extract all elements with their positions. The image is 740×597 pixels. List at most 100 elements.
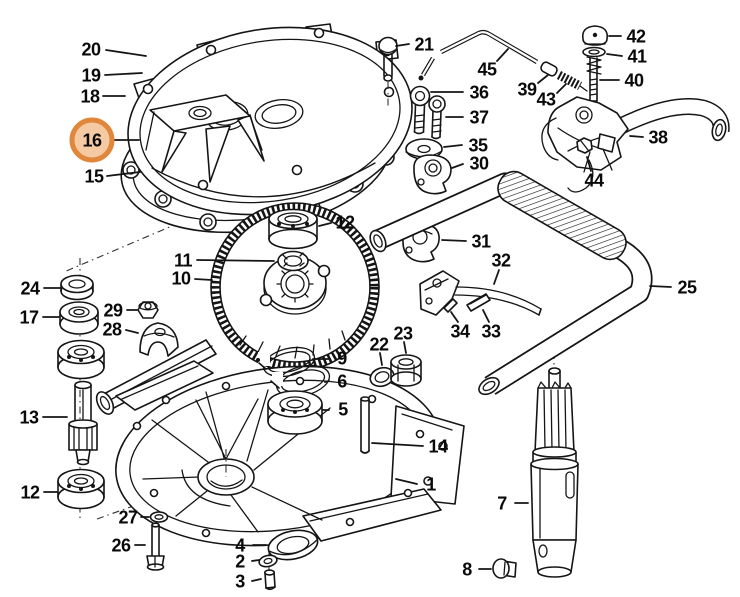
callout-30[interactable]: 30 [451, 154, 489, 174]
cable-32-drawing [419, 270, 542, 316]
callout-20[interactable]: 20 [81, 40, 147, 60]
part-number-label: 33 [481, 322, 501, 342]
callout-14[interactable]: 14 [371, 437, 448, 457]
part-number-label: 18 [80, 87, 100, 107]
leader-line-20 [105, 49, 147, 57]
callout-2[interactable]: 2 [235, 552, 260, 572]
callout-3[interactable]: 3 [235, 572, 262, 592]
leader-line-12 [318, 222, 332, 227]
bolt-36-drawing [409, 85, 431, 135]
pin-33-drawing [466, 293, 491, 312]
leader-line-34 [450, 311, 459, 323]
callout-16-highlighted[interactable]: 16 [69, 117, 140, 163]
callout-40[interactable]: 40 [599, 71, 644, 91]
callout-4[interactable]: 4 [235, 536, 267, 556]
bracket-28-drawing [139, 322, 179, 357]
pin-3-drawing [263, 569, 276, 591]
bolt-26-drawing [146, 522, 165, 571]
callout-12[interactable]: 12 [318, 213, 355, 233]
connector-39-drawing [540, 61, 558, 77]
callout-35[interactable]: 35 [443, 136, 488, 156]
part-number-label: 15 [84, 167, 104, 187]
plug-8-drawing [492, 558, 517, 579]
callout-44[interactable]: 44 [584, 156, 604, 191]
callout-9[interactable]: 9 [312, 349, 348, 369]
leader-line-22 [379, 352, 383, 366]
callout-45[interactable]: 45 [477, 48, 509, 80]
callout-21[interactable]: 21 [395, 35, 434, 55]
callout-6[interactable]: 6 [324, 372, 348, 392]
part-number-label: 13 [19, 408, 39, 428]
leader-line-32 [493, 269, 500, 285]
part-number-label: 1 [426, 475, 436, 495]
part-number-label: 19 [81, 66, 101, 86]
callout-7[interactable]: 7 [497, 494, 529, 514]
callout-8[interactable]: 8 [462, 560, 492, 580]
callout-38[interactable]: 38 [629, 128, 668, 148]
seal-4-drawing [267, 529, 319, 561]
bearing-17-drawing [59, 301, 99, 335]
part-number-label: 28 [102, 320, 122, 340]
bearing-12-bottom-drawing [57, 468, 105, 510]
callout-1[interactable]: 1 [395, 475, 437, 495]
callout-43[interactable]: 43 [536, 83, 567, 110]
callout-26[interactable]: 26 [111, 536, 146, 556]
callout-24[interactable]: 24 [20, 279, 61, 299]
callout-33[interactable]: 33 [481, 309, 501, 342]
part-number-label: 7 [497, 494, 507, 514]
callout-19[interactable]: 19 [81, 66, 143, 86]
dowel-pin-14-drawing [360, 396, 370, 454]
leader-line-33 [482, 309, 490, 323]
callout-12[interactable]: 12 [20, 483, 58, 503]
throttle-rod-drawing [418, 29, 539, 81]
part-number-label: 39 [517, 80, 537, 100]
callout-17[interactable]: 17 [19, 308, 60, 328]
callout-18[interactable]: 18 [80, 87, 126, 107]
part-number-label: 24 [20, 279, 40, 299]
callout-28[interactable]: 28 [102, 320, 139, 340]
leader-line-43 [556, 83, 567, 94]
callout-29[interactable]: 29 [103, 301, 138, 321]
callout-34[interactable]: 34 [450, 311, 470, 342]
part-number-label: 9 [337, 349, 347, 369]
callout-32[interactable]: 32 [491, 251, 511, 285]
nut-29-drawing [137, 301, 159, 319]
bearing-5-drawing [267, 390, 323, 435]
callout-23[interactable]: 23 [393, 324, 413, 354]
callout-41[interactable]: 41 [606, 47, 647, 67]
leader-line-41 [606, 53, 623, 57]
leader-line-10 [194, 278, 213, 281]
clamp-30-drawing [413, 154, 452, 195]
part-number-label: 10 [171, 269, 191, 289]
callout-5[interactable]: 5 [322, 400, 349, 420]
callout-36[interactable]: 36 [430, 83, 489, 103]
part-number-label: 26 [111, 536, 131, 556]
washer-2-drawing [258, 554, 278, 568]
leader-line-31 [441, 239, 467, 242]
part-number-label: 20 [81, 40, 101, 60]
part-number-label: 25 [677, 278, 697, 298]
callout-15[interactable]: 15 [84, 167, 141, 187]
callout-11[interactable]: 11 [174, 251, 275, 271]
part-number-label: 31 [471, 232, 491, 252]
callout-31[interactable]: 31 [441, 232, 491, 252]
leader-line-19 [104, 72, 143, 76]
leader-line-2 [251, 559, 260, 562]
part-number-label: 37 [469, 108, 489, 128]
part-number-label: 8 [462, 560, 472, 580]
callout-22[interactable]: 22 [369, 335, 389, 366]
callout-42[interactable]: 42 [608, 27, 646, 47]
leader-line-25 [649, 285, 672, 288]
callout-39[interactable]: 39 [517, 74, 549, 100]
callout-25[interactable]: 25 [649, 278, 697, 298]
tiller-assembly-drawing [541, 96, 730, 193]
callout-13[interactable]: 13 [19, 408, 68, 428]
part-number-label: 3 [235, 572, 245, 592]
part-number-label: 21 [414, 35, 434, 55]
leader-line-30 [451, 163, 464, 169]
bolt-37-drawing [428, 95, 446, 140]
callout-37[interactable]: 37 [445, 108, 489, 128]
callout-27[interactable]: 27 [118, 508, 150, 528]
part-number-label: 12 [20, 483, 40, 503]
callout-10[interactable]: 10 [171, 269, 213, 289]
